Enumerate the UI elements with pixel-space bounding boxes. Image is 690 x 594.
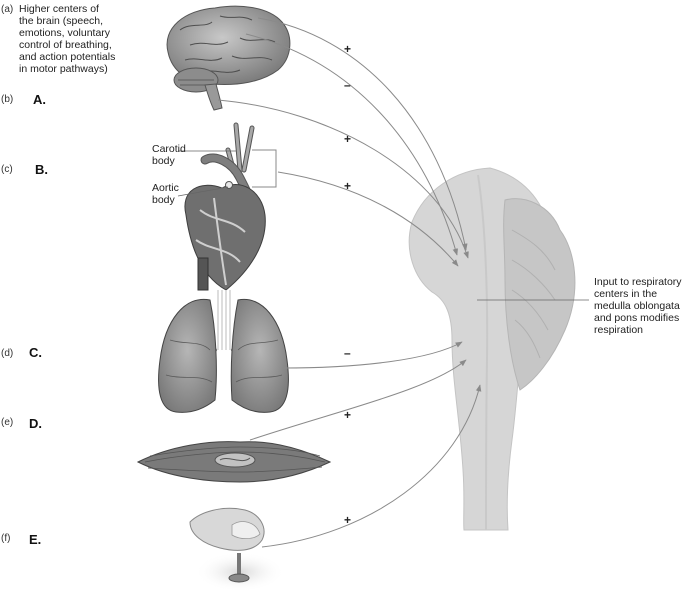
arrow-brain-plus [257,17,468,251]
heart-illustration [177,122,277,291]
aortic-body-label: Aortic body [152,182,179,206]
row-d-letter: (d) [1,348,14,359]
sign-b-plus: + [344,132,352,146]
muscle-illustration [136,441,332,483]
finger-illustration [189,507,285,592]
row-f-letter: (f) [1,533,11,544]
arrow-b [217,99,469,259]
row-f-label: E. [29,532,42,547]
sign-brain-plus: + [344,42,352,56]
brain-illustration [166,5,291,111]
row-e-label: D. [29,416,42,431]
arrow-d [281,341,463,369]
sign-e-plus: + [344,408,352,422]
brainstem [408,167,576,531]
arrows [217,17,482,548]
arrow-f [261,384,482,548]
arrow-e [249,359,467,441]
row-c-letter: (c) [1,164,13,175]
row-c-label: B. [35,162,48,177]
row-d-label: C. [29,345,42,360]
sign-f-plus: + [344,513,352,527]
arrow-brain-minus [245,33,459,256]
row-b-label: A. [33,92,46,107]
sign-d-minus: – [344,346,351,360]
sign-c-plus: + [344,179,352,193]
brainstem-input-label: Input to respiratory centers in the medu… [594,276,682,336]
carotid-body-label: Carotid body [152,143,186,167]
row-a-letter: (a) [1,4,14,15]
lungs-illustration [158,290,289,413]
row-e-letter: (e) [1,417,14,428]
sign-brain-minus: – [344,78,351,92]
row-b-letter: (b) [1,94,14,105]
row-a-description: Higher centers of the brain (speech, emo… [19,3,116,75]
arrow-c [277,171,459,267]
